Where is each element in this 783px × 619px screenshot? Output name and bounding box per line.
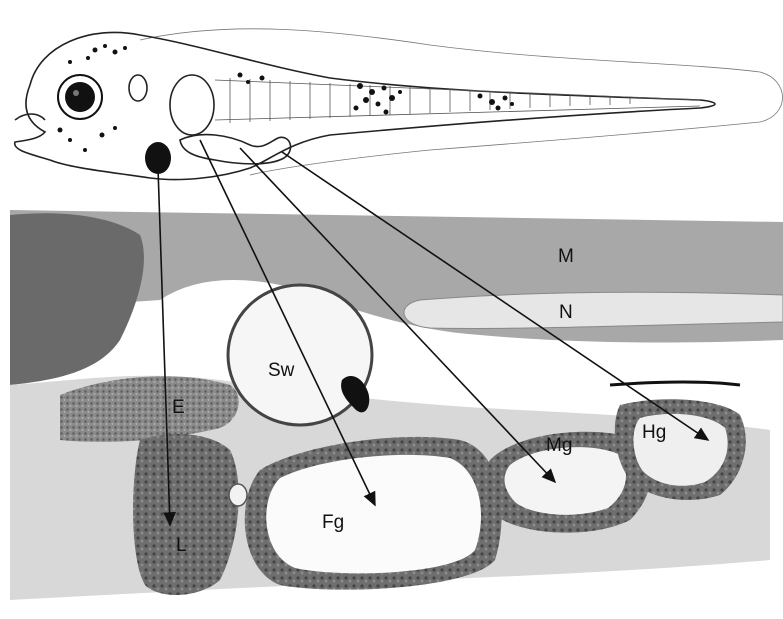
fin-fold [140,29,783,175]
liver-tissue [133,434,239,595]
head-tissue [10,213,144,385]
label-esophagus: E [172,397,185,418]
label-liver: L [176,535,187,556]
larva-drawing [15,29,783,180]
label-hindgut: Hg [642,422,666,443]
larva-otic-capsule [129,75,147,101]
histology-section [10,210,783,600]
tissue-streak [610,382,740,385]
larva-myomeres [215,78,700,123]
label-notochord: N [559,302,573,323]
notochord [404,292,783,328]
larva-pupil [65,82,95,112]
label-muscle: M [558,246,574,267]
small-vesicle [229,484,247,506]
label-foregut: Fg [322,512,344,533]
label-midgut: Mg [546,435,572,456]
larva-pigment-spots [58,44,515,152]
label-swim-bladder: Sw [268,360,295,381]
larva-pectoral-circle [170,75,214,135]
larva-gut [180,135,291,164]
foregut-lumen [266,455,481,573]
